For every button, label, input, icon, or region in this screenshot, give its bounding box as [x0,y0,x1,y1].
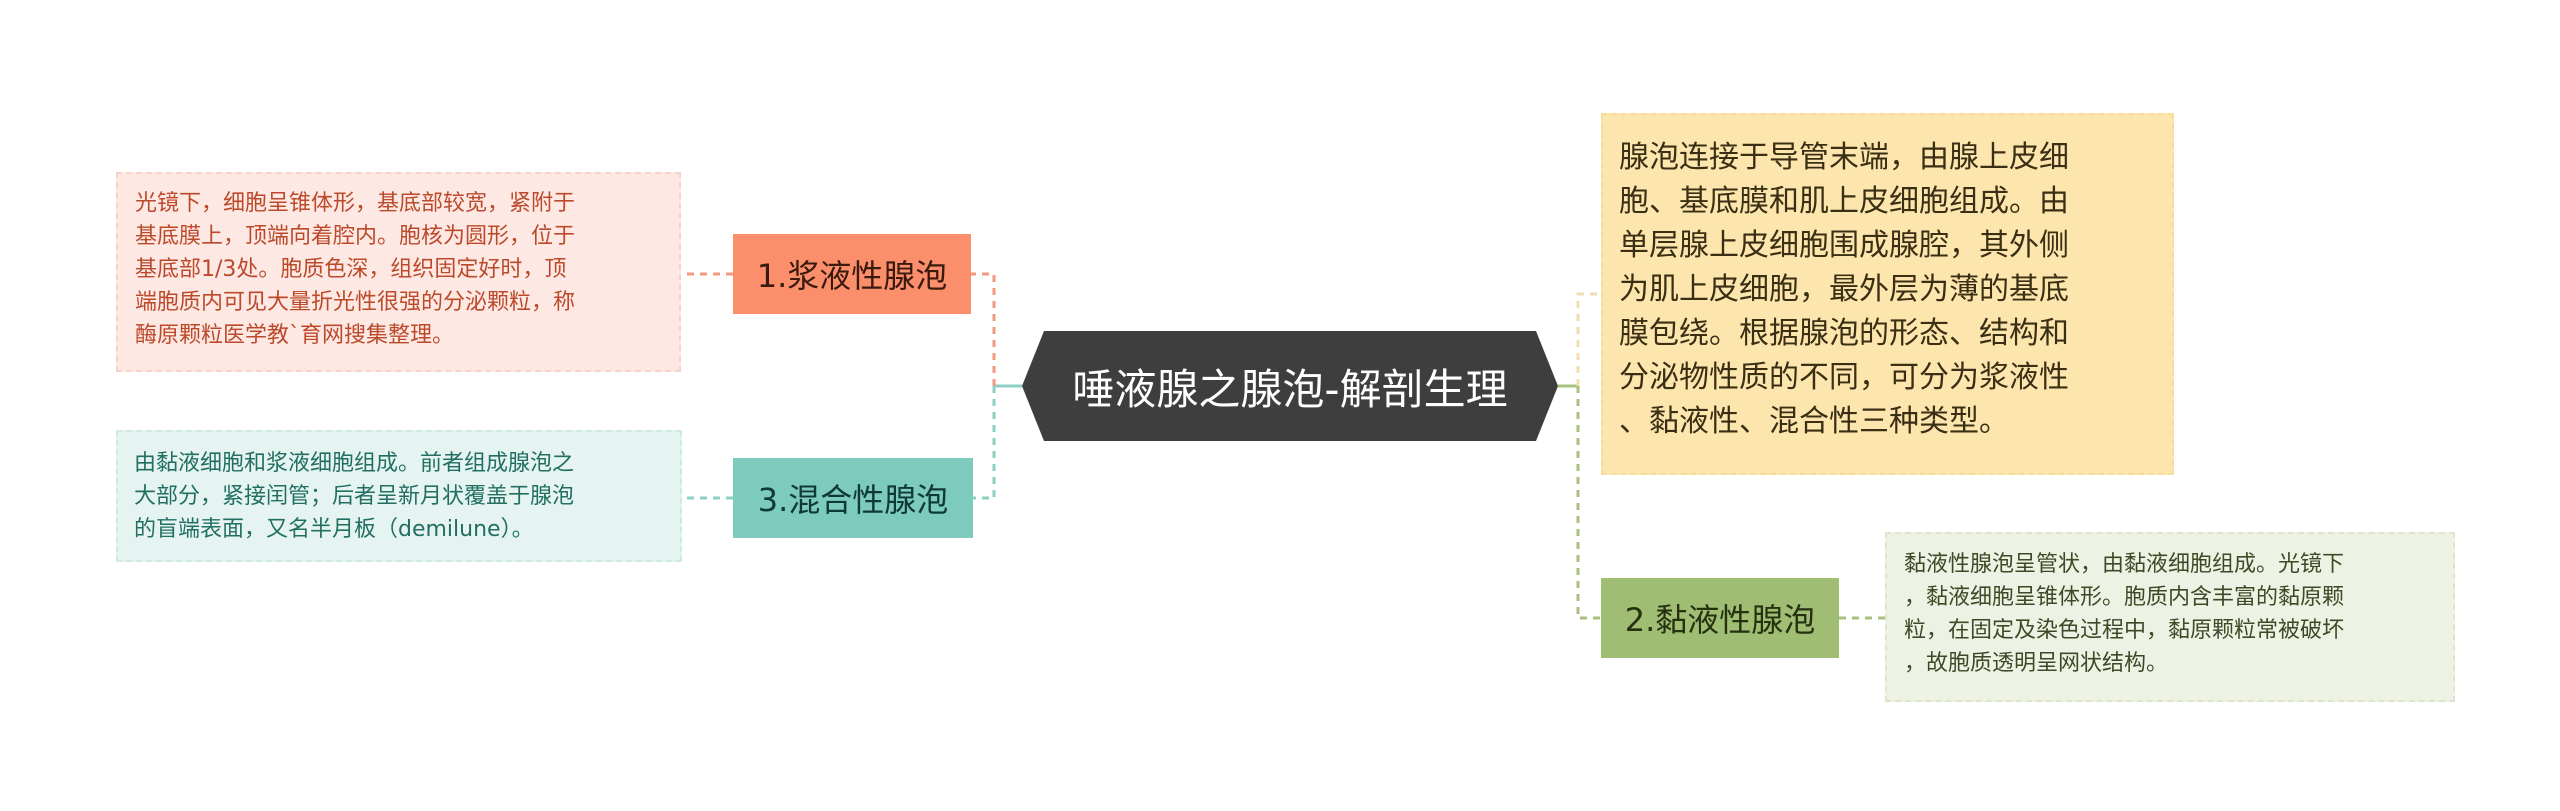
central-topic-text: 唾液腺之腺泡-解剖生理 [1072,364,1508,414]
branch-mixed-label: 3.混合性腺泡 [757,481,949,519]
detail-serous-line: 基底膜上，顶端向着腔内。胞核为圆形，位于 [135,224,576,249]
detail-mixed[interactable]: 由黏液细胞和浆液细胞组成。前者组成腺泡之 大部分，紧接闰管；后者呈新月状覆盖于腺… [116,430,682,562]
detail-mixed-line: 由黏液细胞和浆液细胞组成。前者组成腺泡之 [134,451,575,476]
branch-mucous-acinus[interactable]: 2.黏液性腺泡 [1601,578,1839,658]
detail-mucous-line: 黏液性腺泡呈管状，由黏液细胞组成。光镜下 [1904,552,2345,577]
detail-overview-line: 分泌物性质的不同，可分为浆液性 [1619,360,2069,395]
detail-overview-line: 腺泡连接于导管末端，由腺上皮细 [1619,140,2069,175]
detail-overview-line: 胞、基底膜和肌上皮细胞组成。由 [1619,184,2069,219]
link-left-trunk-serous [971,272,996,386]
detail-mucous-line: ，黏液细胞呈锥体形。胞质内含丰富的黏原颗 [1904,585,2345,610]
branch-serous-acinus[interactable]: 1.浆液性腺泡 [733,234,971,314]
branch-serous-label: 1.浆液性腺泡 [756,257,948,295]
detail-serous-line: 端胞质内可见大量折光性很强的分泌颗粒，称 [135,290,576,315]
detail-serous-line: 酶原颗粒医学教`育网搜集整理。 [135,323,455,348]
detail-serous-line: 基底部1/3处。胞质色深，组织固定好时，顶 [135,257,567,282]
link-left-trunk-mixed [973,386,996,500]
detail-overview[interactable]: 腺泡连接于导管末端，由腺上皮细 胞、基底膜和肌上皮细胞组成。由 单层腺上皮细胞围… [1601,113,2174,475]
detail-mucous-line: 粒，在固定及染色过程中，黏原颗粒常被破坏 [1904,618,2345,643]
detail-serous[interactable]: 光镜下，细胞呈锥体形，基底部较宽，紧附于 基底膜上，顶端向着腔内。胞核为圆形，位… [116,172,681,372]
branch-mucous-label: 2.黏液性腺泡 [1624,601,1816,639]
detail-overview-line: 为肌上皮细胞，最外层为薄的基底 [1619,272,2069,307]
link-right-trunk-mucous [1576,386,1601,620]
detail-mixed-line: 大部分，紧接闰管；后者呈新月状覆盖于腺泡 [134,484,575,509]
detail-serous-line: 光镜下，细胞呈锥体形，基底部较宽，紧附于 [135,191,576,216]
detail-mixed-line: 的盲端表面，又名半月板（demilune）。 [134,517,534,542]
detail-mucous-line: ，故胞质透明呈网状结构。 [1904,651,2169,676]
detail-overview-line: 单层腺上皮细胞围成腺腔，其外侧 [1619,228,2069,263]
detail-mucous[interactable]: 黏液性腺泡呈管状，由黏液细胞组成。光镜下 ，黏液细胞呈锥体形。胞质内含丰富的黏原… [1885,532,2455,702]
branch-mixed-acinus[interactable]: 3.混合性腺泡 [733,458,973,538]
detail-overview-line: 膜包绕。根据腺泡的形态、结构和 [1619,316,2069,351]
link-right-trunk-overview [1576,292,1601,386]
detail-overview-line: 、黏液性、混合性三种类型。 [1619,404,2009,439]
central-topic[interactable]: 唾液腺之腺泡-解剖生理 [1022,331,1558,441]
